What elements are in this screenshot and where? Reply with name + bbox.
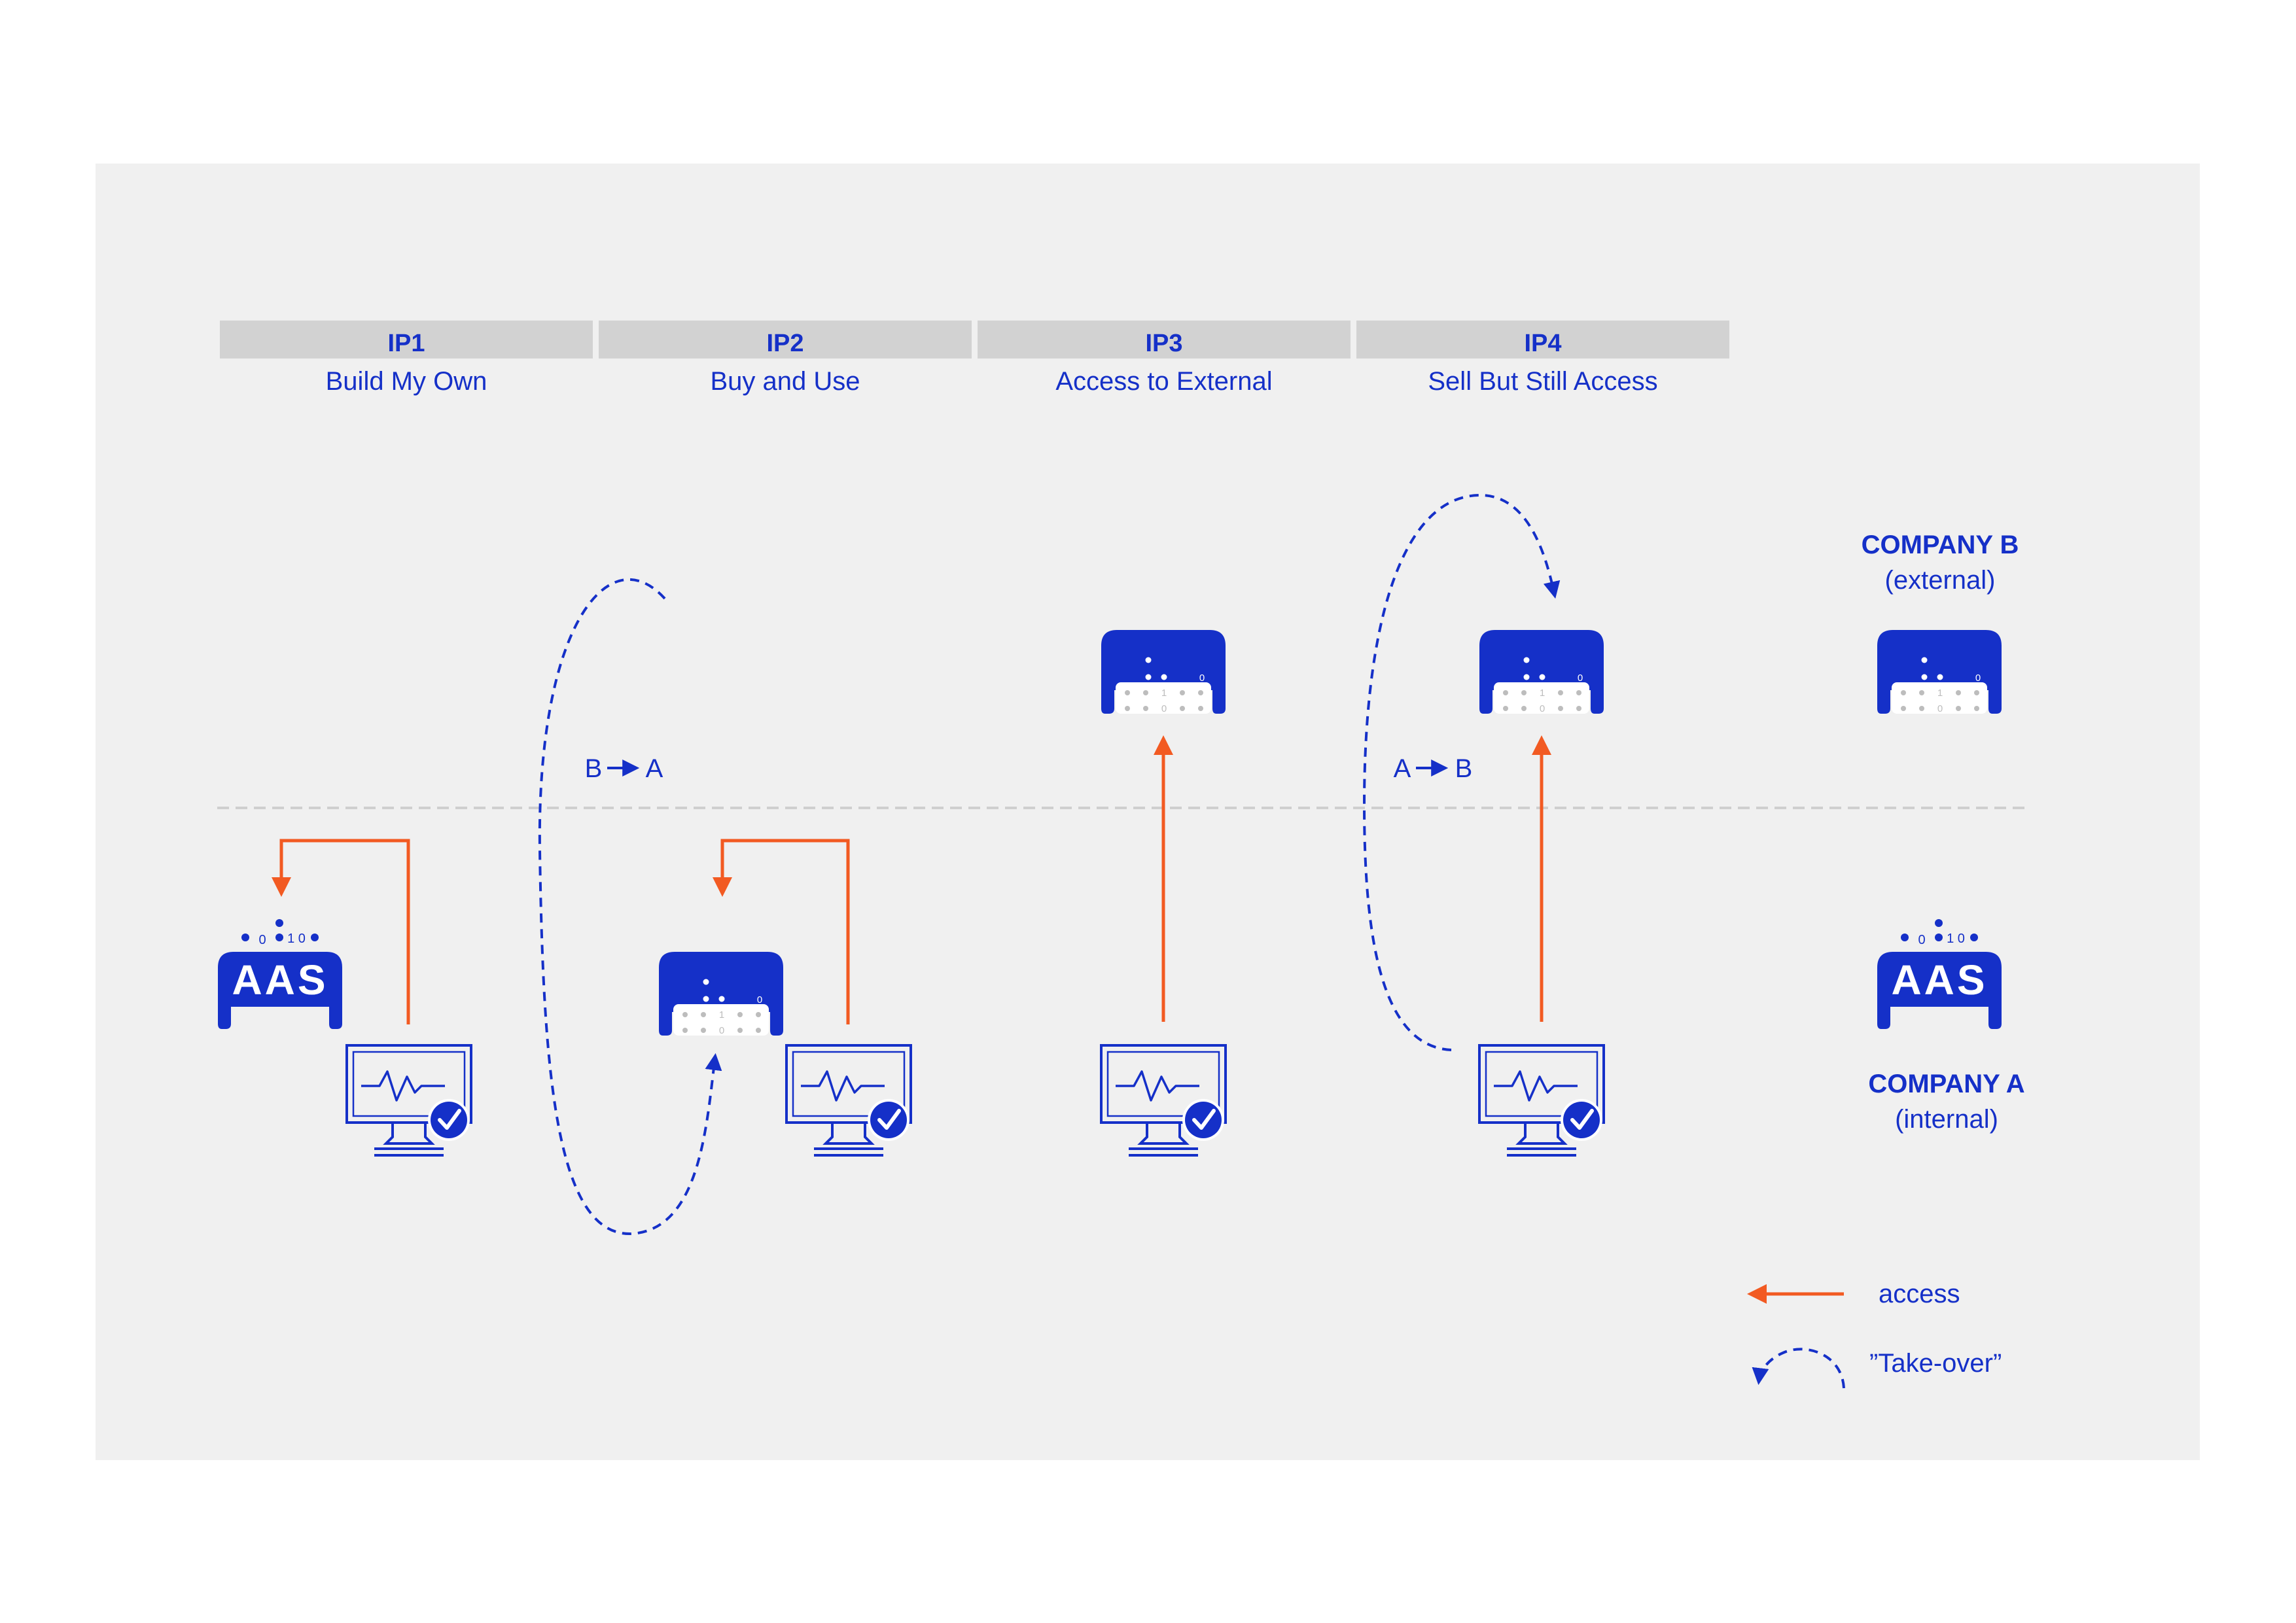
asset-shell-icon xyxy=(1479,630,1604,714)
access-arrow xyxy=(713,839,850,1024)
transfer-from: B xyxy=(585,754,603,783)
transfer-from: A xyxy=(1394,754,1411,783)
aas-shell-icon: 0 1 0 AAS xyxy=(218,919,342,1029)
company-b-subtitle: (external) xyxy=(1885,566,1996,595)
aas-bit: 0 xyxy=(258,933,266,947)
legend-takeover-label: ”Take-over” xyxy=(1869,1349,2002,1378)
column-header-ip3: IP3 Access to External xyxy=(978,321,1351,396)
transfer-to: A xyxy=(646,754,663,783)
diagram-panel xyxy=(96,164,2200,1460)
column-code: IP3 xyxy=(1145,330,1182,357)
aas-bits: 1 0 xyxy=(287,932,306,946)
legend-access-label: access xyxy=(1879,1280,1960,1308)
column-header-ip1: IP1 Build My Own xyxy=(220,321,593,396)
aas-bit: 0 xyxy=(1918,933,1925,947)
column-title: Buy and Use xyxy=(710,367,860,396)
company-b-name: COMPANY B xyxy=(1862,531,2019,559)
takeover-arrow xyxy=(1362,493,1561,1051)
takeover-arrow xyxy=(538,578,722,1236)
asset-shell-icon xyxy=(659,952,783,1036)
transfer-label-a-to-b: A B xyxy=(1394,754,1473,783)
column-code: IP4 xyxy=(1524,330,1561,357)
column-code: IP1 xyxy=(387,330,425,357)
transfer-to: B xyxy=(1455,754,1473,783)
legend: access ”Take-over” xyxy=(1747,1280,2002,1389)
asset-shell-icon xyxy=(1877,630,2002,714)
column-title: Access to External xyxy=(1055,367,1272,396)
column-code: IP2 xyxy=(766,330,804,357)
aas-shell-icon: 0 1 0 AAS xyxy=(1877,919,2002,1029)
legend-takeover-arrow xyxy=(1752,1348,1845,1389)
aas-bits: 1 0 xyxy=(1947,932,1965,946)
aas-label: AAS xyxy=(1891,956,1987,1003)
aas-label: AAS xyxy=(232,956,328,1003)
company-a-name: COMPANY A xyxy=(1868,1070,2024,1098)
company-a-subtitle: (internal) xyxy=(1895,1105,1998,1134)
transfer-label-b-to-a: B A xyxy=(585,754,663,783)
column-title: Sell But Still Access xyxy=(1428,367,1657,396)
column-header-ip2: IP2 Buy and Use xyxy=(599,321,972,396)
asset-shell-icon xyxy=(1101,630,1226,714)
column-header-ip4: IP4 Sell But Still Access xyxy=(1356,321,1729,396)
column-title: Build My Own xyxy=(326,367,487,396)
access-arrow xyxy=(272,839,410,1024)
